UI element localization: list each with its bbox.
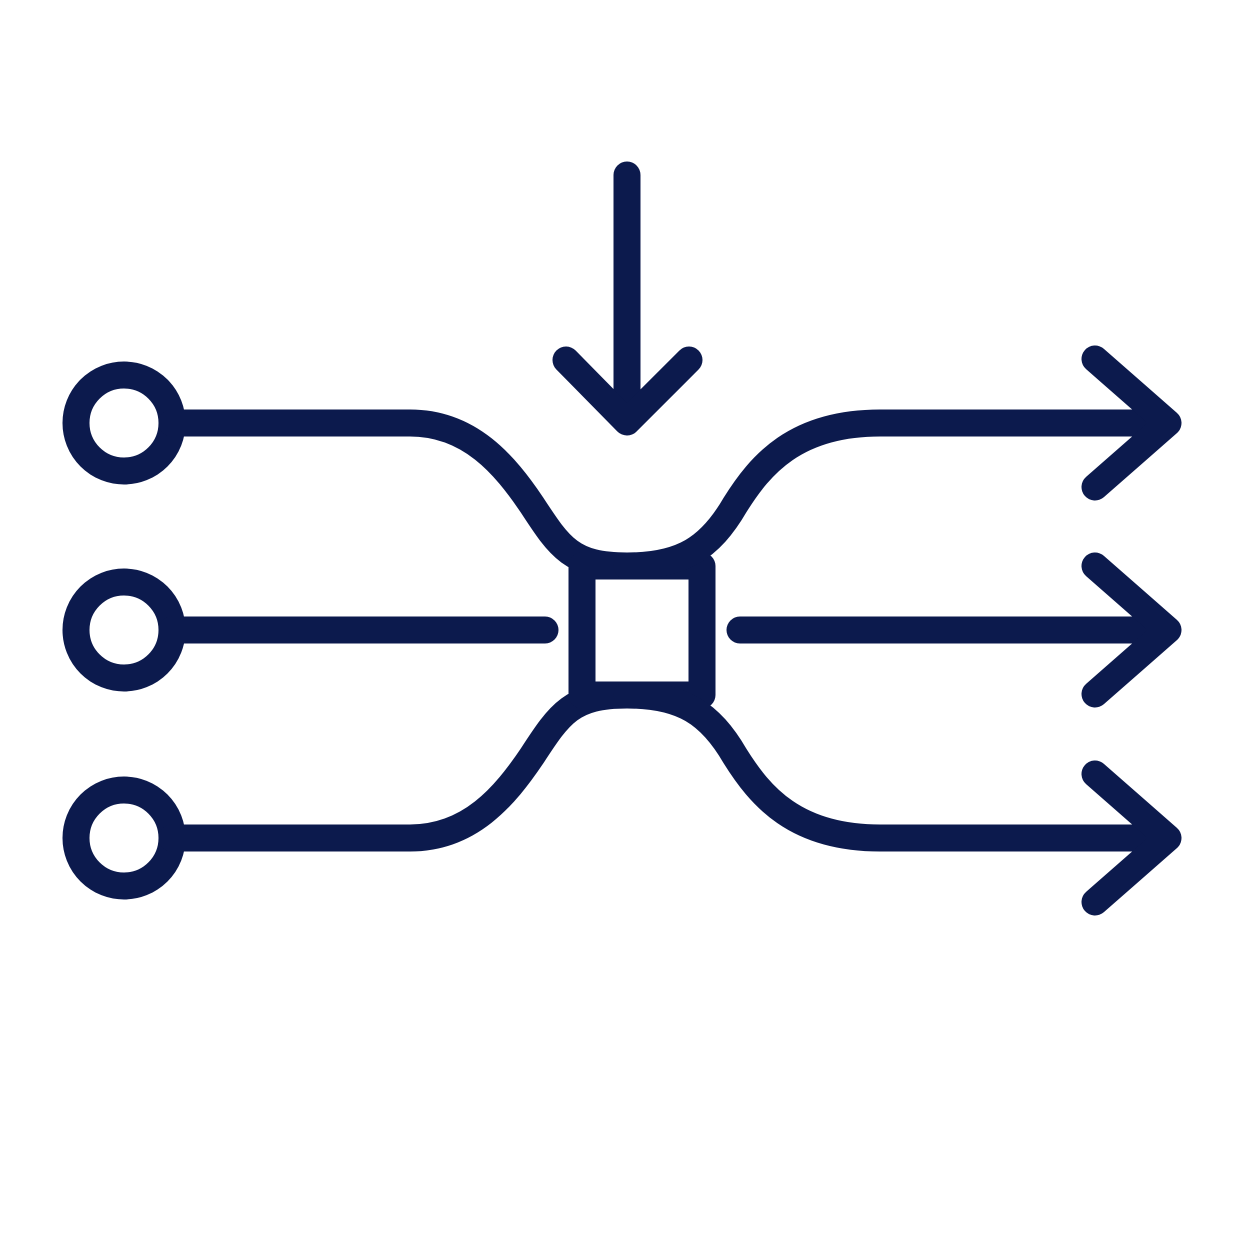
processing-box [568, 552, 716, 709]
output-arrow-middle [1081, 552, 1182, 708]
input-node-middle [62, 568, 186, 692]
input-node-bottom [62, 776, 186, 900]
output-line-top [613, 409, 1179, 580]
input-line-bottom [158, 681, 641, 852]
down-arrow-head [552, 346, 703, 436]
icon-strokes [62, 161, 1182, 916]
input-line-top [158, 409, 641, 580]
output-arrow-bottom [1081, 760, 1182, 916]
input-node-top [62, 361, 186, 485]
output-arrow-top [1081, 345, 1182, 501]
output-line-bottom [613, 681, 1179, 852]
